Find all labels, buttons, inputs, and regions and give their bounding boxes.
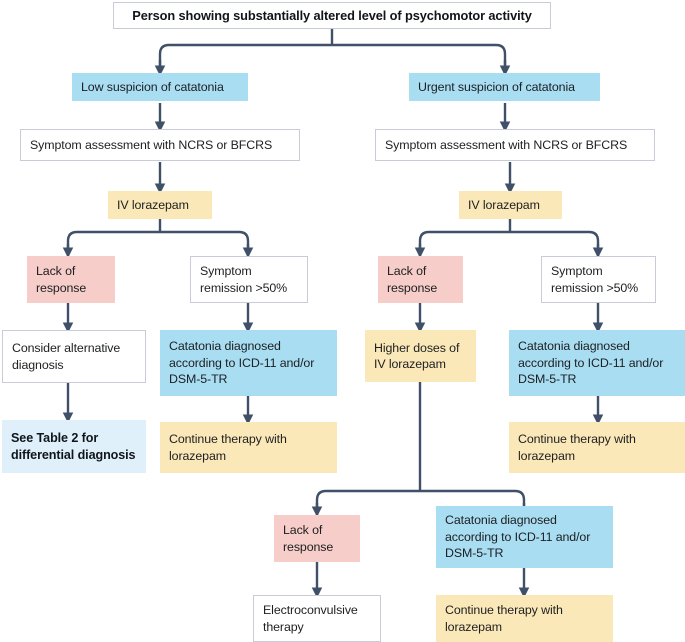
node-root-label: Person showing substantially altered lev… — [132, 8, 532, 23]
node-ect-label: Electroconvulsive therapy — [263, 603, 358, 634]
node-lack-response-bottom-label: Lack of response — [283, 523, 334, 554]
node-consider-alternative-label: Consider alternative diagnosis — [12, 341, 121, 372]
node-higher-doses: Higher doses of IV lorazepam — [365, 330, 476, 382]
node-consider-alternative: Consider alternative diagnosis — [2, 330, 146, 383]
node-lorazepam-left-label: IV lorazepam — [117, 197, 189, 212]
node-see-table-2: See Table 2 for differential diagnosis — [2, 420, 146, 473]
node-urgent-suspicion-label: Urgent suspicion of catatonia — [418, 79, 575, 94]
node-urgent-suspicion: Urgent suspicion of catatonia — [409, 73, 600, 101]
node-lorazepam-right: IV lorazepam — [459, 191, 562, 219]
node-assess-right: Symptom assessment with NCRS or BFCRS — [375, 129, 655, 161]
node-low-suspicion-label: Low suspicion of catatonia — [81, 79, 224, 94]
node-higher-doses-label: Higher doses of IV lorazepam — [374, 340, 460, 372]
node-lorazepam-left: IV lorazepam — [108, 191, 212, 219]
node-catatonia-diagnosed-right-label: Catatonia diagnosed according to ICD-11 … — [518, 339, 664, 387]
node-remission-l1-label: Symptom remission >50% — [200, 264, 288, 295]
node-assess-right-label: Symptom assessment with NCRS or BFCRS — [385, 137, 628, 152]
node-lack-response-l1-label: Lack of response — [36, 264, 87, 295]
node-lack-response-r1: Lack of response — [378, 256, 463, 303]
node-remission-l1: Symptom remission >50% — [190, 256, 308, 303]
node-low-suspicion: Low suspicion of catatonia — [72, 73, 248, 101]
node-catatonia-diagnosed-left-label: Catatonia diagnosed according to ICD-11 … — [169, 339, 315, 387]
node-continue-therapy-left: Continue therapy with lorazepam — [160, 422, 337, 473]
node-continue-therapy-right-label: Continue therapy with lorazepam — [518, 432, 636, 463]
node-ect: Electroconvulsive therapy — [253, 595, 381, 642]
node-continue-therapy-bottom: Continue therapy with lorazepam — [436, 595, 613, 642]
node-lack-response-l1: Lack of response — [27, 256, 115, 303]
node-assess-left-label: Symptom assessment with NCRS or BFCRS — [30, 137, 273, 152]
node-remission-r1-label: Symptom remission >50% — [551, 264, 639, 295]
node-lack-response-bottom: Lack of response — [274, 515, 360, 562]
node-see-table-2-label: See Table 2 for differential diagnosis — [11, 430, 136, 462]
node-catatonia-diagnosed-bottom: Catatonia diagnosed according to ICD-11 … — [436, 506, 613, 568]
node-catatonia-diagnosed-bottom-label: Catatonia diagnosed according to ICD-11 … — [445, 513, 591, 561]
node-continue-therapy-left-label: Continue therapy with lorazepam — [169, 432, 287, 463]
node-continue-therapy-bottom-label: Continue therapy with lorazepam — [445, 603, 563, 634]
node-assess-left: Symptom assessment with NCRS or BFCRS — [20, 129, 300, 161]
node-remission-r1: Symptom remission >50% — [541, 256, 656, 303]
node-lorazepam-right-label: IV lorazepam — [468, 197, 540, 212]
node-catatonia-diagnosed-right: Catatonia diagnosed according to ICD-11 … — [509, 330, 685, 396]
node-lack-response-r1-label: Lack of response — [387, 264, 438, 295]
node-root: Person showing substantially altered lev… — [113, 2, 551, 29]
node-catatonia-diagnosed-left: Catatonia diagnosed according to ICD-11 … — [160, 330, 337, 396]
node-continue-therapy-right: Continue therapy with lorazepam — [509, 422, 685, 473]
